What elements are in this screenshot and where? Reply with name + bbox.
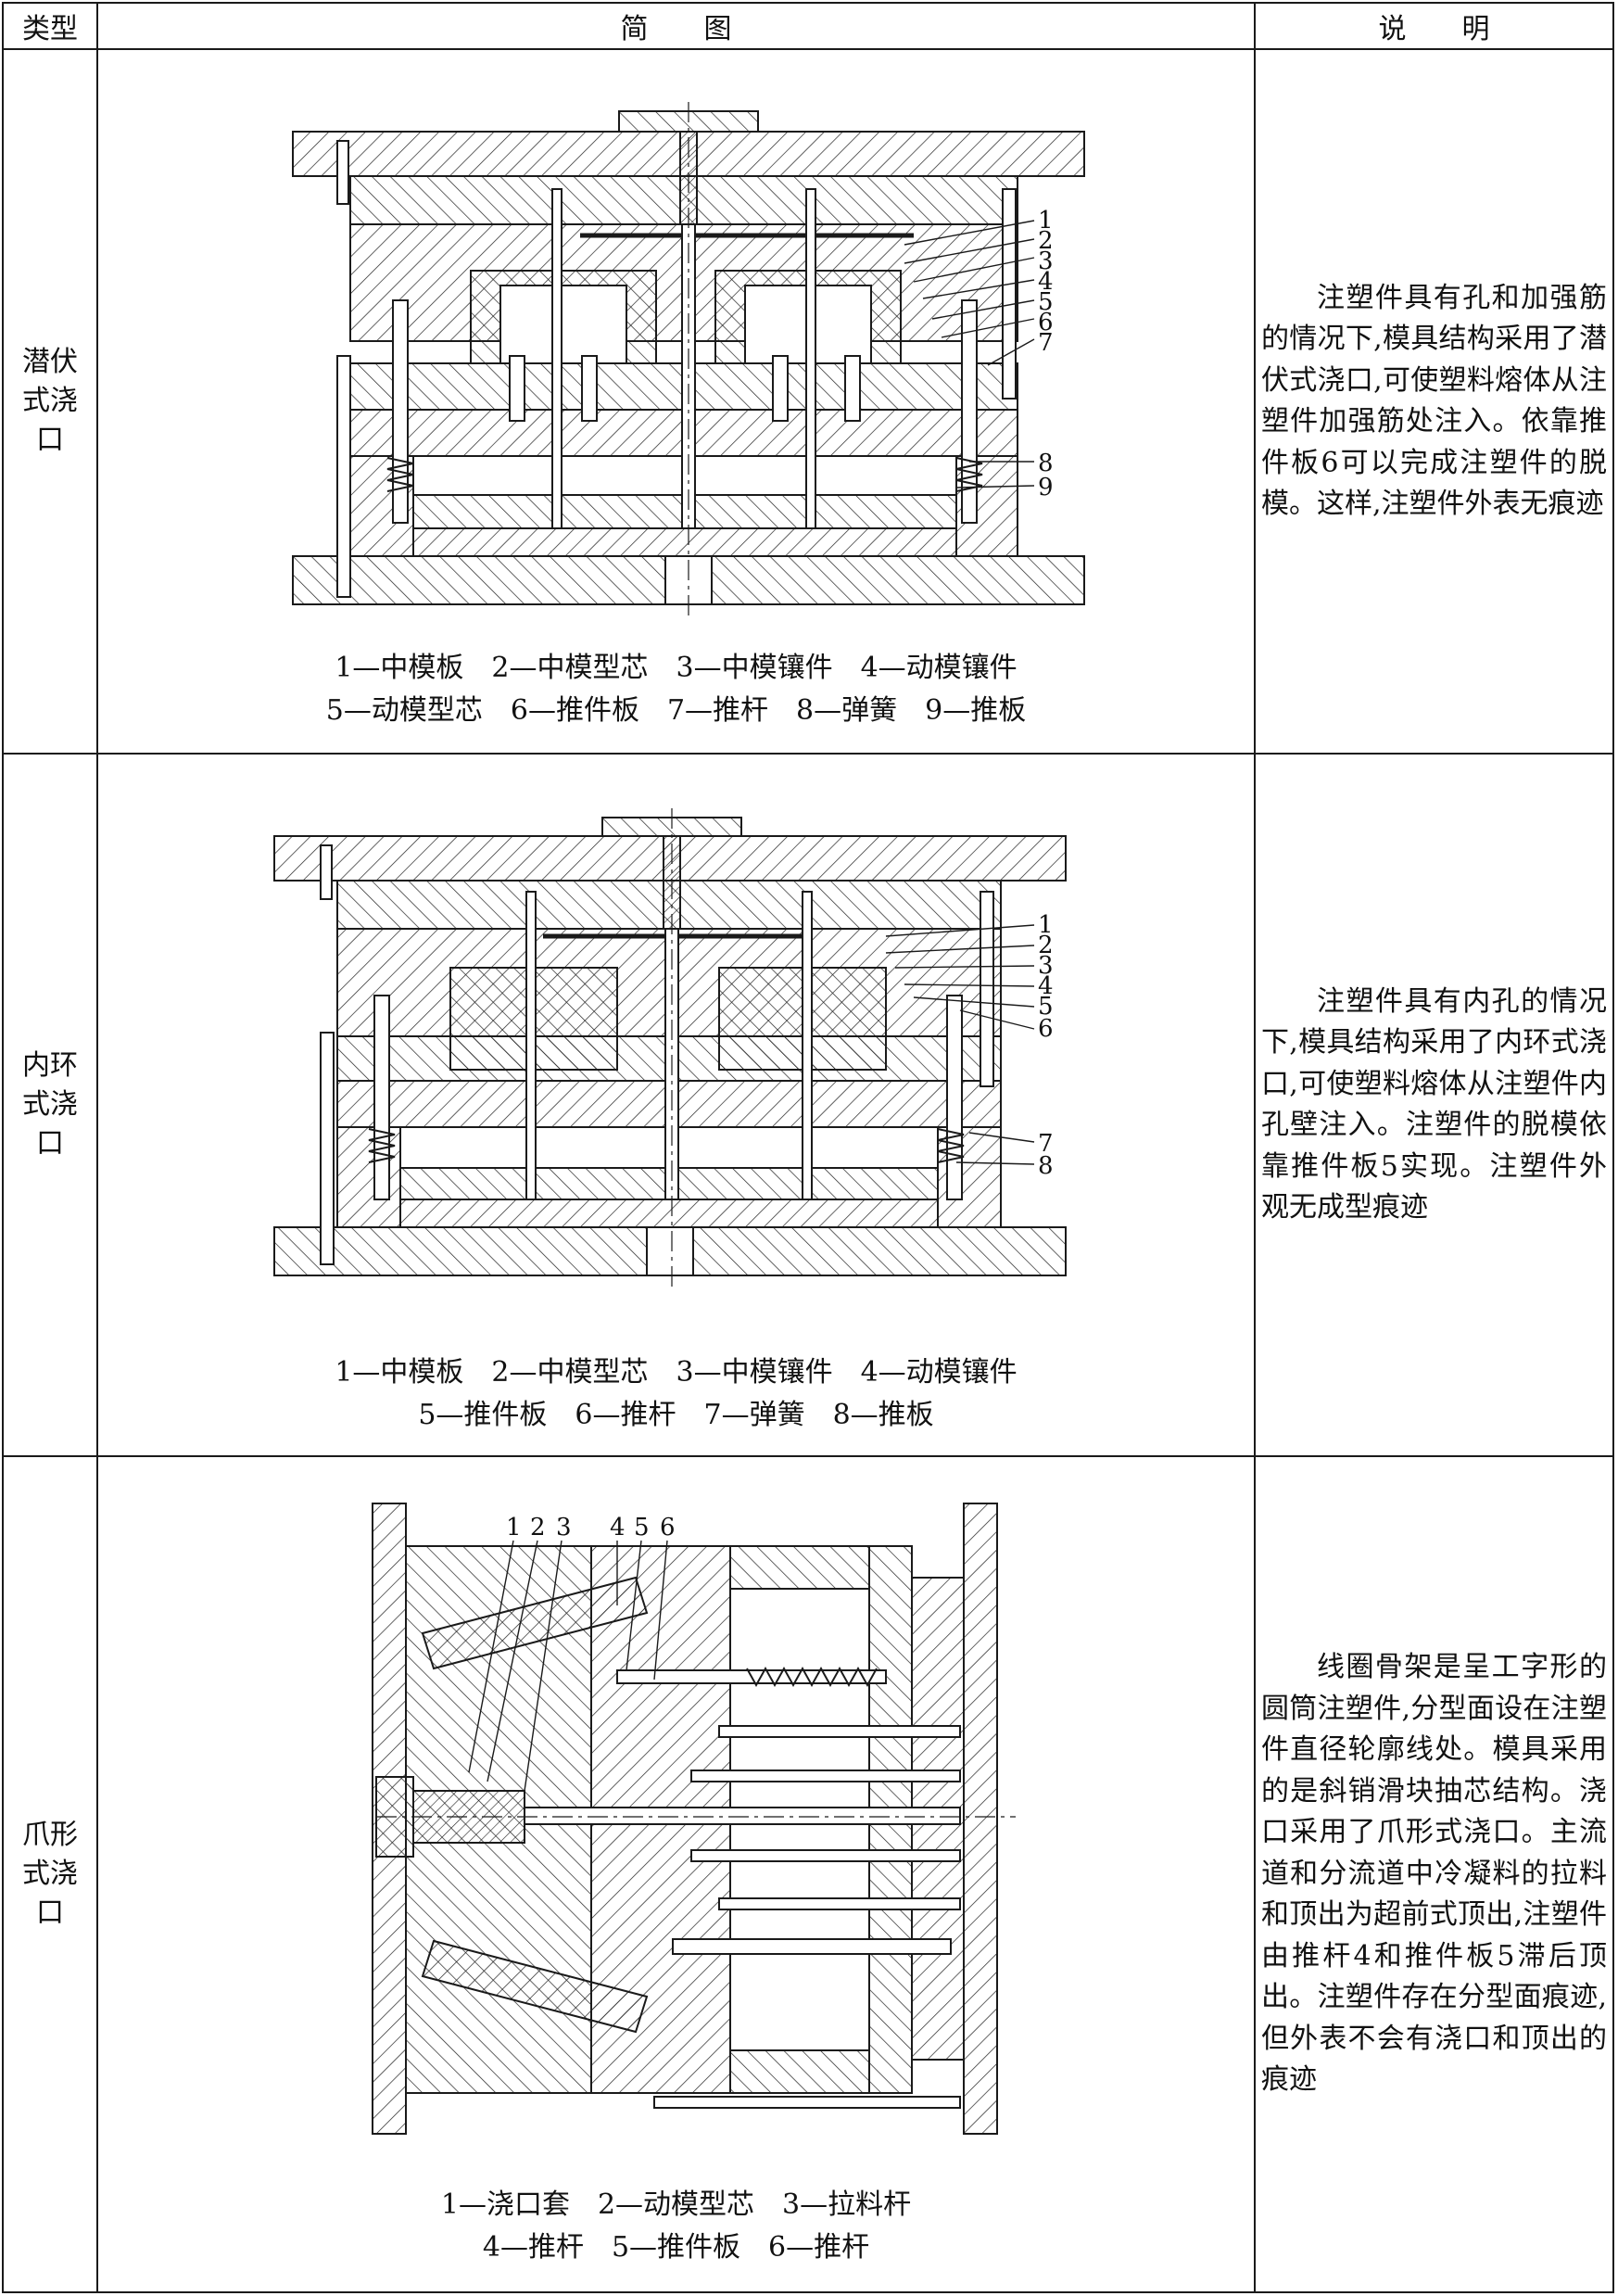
svg-text:6: 6: [660, 1514, 676, 1541]
svg-text:6: 6: [1038, 309, 1054, 336]
svg-text:9: 9: [1038, 474, 1054, 501]
header-figure: 简 图: [96, 2, 1256, 50]
svg-text:8: 8: [1038, 450, 1054, 477]
figure-caption: 1—中模板 2—中模型芯 3—中模镶件 4—动模镶件 5—推件板 6—推杆 7—…: [335, 1356, 1018, 1431]
svg-text:1: 1: [1038, 911, 1054, 939]
figure-cell: 1 2 3 4 5 6 7 8 1—中模板 2—中模型芯 3—中模镶件 4—动模…: [96, 753, 1256, 1457]
svg-text:1: 1: [1038, 207, 1054, 235]
description-cell: 注塑件具有内孔的情况下,模具结构采用了内环式浇口,可使塑料熔体从注塑件内孔壁注入…: [1254, 753, 1614, 1457]
type-cell: 爪形 式浇 口: [2, 1455, 98, 2293]
mold-diagram-ring-gate: 1 2 3 4 5 6 7 8: [273, 808, 1067, 1287]
svg-text:3: 3: [1038, 952, 1054, 980]
svg-text:1: 1: [506, 1514, 522, 1541]
description-cell: 注塑件具有孔和加强筋的情况下,模具结构采用了潜伏式浇口,可使塑料熔体从注塑件加强…: [1254, 48, 1614, 755]
svg-text:5: 5: [1038, 288, 1054, 316]
type-cell: 潜伏 式浇 口: [2, 48, 98, 755]
header-description: 说 明: [1254, 2, 1614, 50]
type-cell: 内环 式浇 口: [2, 753, 98, 1457]
svg-text:3: 3: [1038, 247, 1054, 275]
table-row: 爪形 式浇 口: [2, 1455, 1614, 2293]
svg-text:4: 4: [610, 1514, 626, 1541]
header-row: 类型 简 图 说 明: [2, 2, 1614, 50]
table-row: 内环 式浇 口: [2, 753, 1614, 1457]
svg-text:8: 8: [1038, 1152, 1054, 1180]
header-type: 类型: [2, 2, 98, 50]
svg-text:3: 3: [556, 1514, 572, 1541]
svg-text:2: 2: [1038, 227, 1054, 255]
svg-text:2: 2: [530, 1514, 546, 1541]
table-row: 潜伏 式浇 口: [2, 48, 1614, 755]
figure-caption: 1—中模板 2—中模型芯 3—中模镶件 4—动模镶件 5—动模型芯 6—推件板 …: [325, 652, 1027, 727]
mold-diagram-spider-gate: 1 2 3 4 5 6: [372, 1503, 1016, 2135]
svg-text:4: 4: [1038, 268, 1054, 296]
svg-text:4: 4: [1038, 972, 1054, 1000]
svg-text:5: 5: [634, 1514, 650, 1541]
svg-text:7: 7: [1038, 329, 1054, 357]
figure-cell: 1 2 3 4 5 6 7 8 9 1—中模板 2—中模型芯 3—中模镶件 4—…: [96, 48, 1256, 755]
svg-text:5: 5: [1038, 993, 1054, 1021]
description-cell: 线圈骨架是呈工字形的圆筒注塑件,分型面设在注塑件直径轮廓线处。模具采用的是斜销滑…: [1254, 1455, 1614, 2293]
svg-text:7: 7: [1038, 1130, 1054, 1158]
figure-caption: 1—浇口套 2—动模型芯 3—拉料杆 4—推杆 5—推件板 6—推杆: [440, 2188, 912, 2264]
svg-text:2: 2: [1038, 932, 1054, 959]
mold-diagram-submarine-gate: 1 2 3 4 5 6 7 8 9: [292, 102, 1085, 615]
figure-cell: 1 2 3 4 5 6 1—浇口套 2—动模型芯 3—拉料杆 4—推杆 5—推件…: [96, 1455, 1256, 2293]
svg-text:6: 6: [1038, 1015, 1054, 1043]
